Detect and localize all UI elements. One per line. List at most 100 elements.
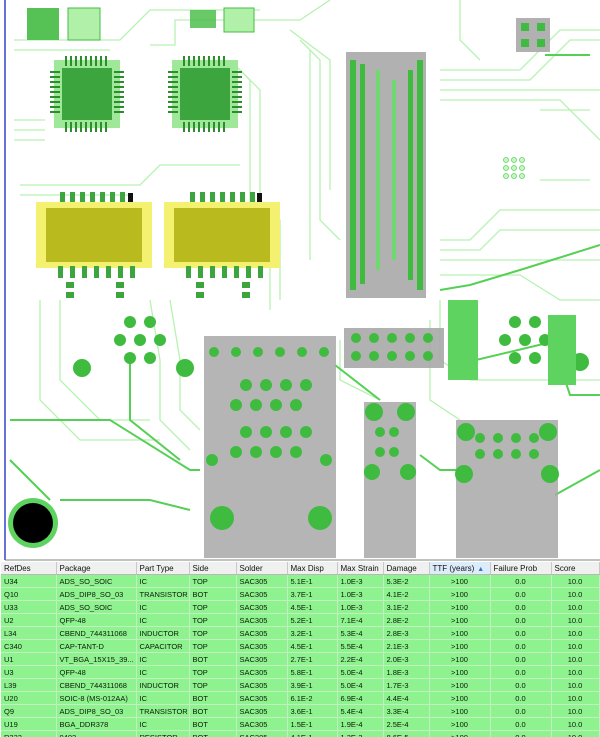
table-cell: 0.0 bbox=[490, 678, 552, 692]
table-cell: ADS_SO_SOIC bbox=[56, 574, 137, 588]
table-cell: SAC305 bbox=[236, 704, 288, 718]
top-pad-block-outline bbox=[223, 7, 255, 33]
table-cell: QFP-48 bbox=[56, 665, 137, 679]
table-cell: 1.7E-3 bbox=[383, 678, 430, 692]
table-cell: >100 bbox=[429, 600, 491, 614]
column-header-side[interactable]: Side bbox=[189, 562, 237, 575]
table-cell: 8.6E-5 bbox=[383, 730, 430, 737]
table-cell: 5.5E-4 bbox=[337, 639, 384, 653]
table-cell: IC bbox=[136, 691, 190, 705]
table-cell: 10.0 bbox=[551, 717, 600, 731]
column-header-solder[interactable]: Solder bbox=[236, 562, 288, 575]
gray-part-c340[interactable] bbox=[364, 402, 416, 558]
table-cell: 0.0 bbox=[490, 587, 552, 601]
table-cell: TOP bbox=[189, 665, 237, 679]
table-cell: >100 bbox=[429, 704, 491, 718]
table-cell: 10.0 bbox=[551, 652, 600, 666]
table-cell: 0.0 bbox=[490, 613, 552, 627]
table-cell: 1.0E-3 bbox=[337, 574, 384, 588]
table-cell: TOP bbox=[189, 639, 237, 653]
table-cell: 0402 bbox=[56, 730, 137, 737]
gray-part-u1-bga[interactable] bbox=[204, 336, 336, 558]
top-pad-block bbox=[27, 8, 59, 40]
table-cell: SAC305 bbox=[236, 639, 288, 653]
pcb-board-canvas[interactable] bbox=[0, 0, 600, 562]
column-header-failure-prob[interactable]: Failure Prob bbox=[490, 562, 552, 575]
qfp-chip-u2[interactable] bbox=[50, 56, 124, 132]
gray-part-l34[interactable] bbox=[455, 420, 559, 558]
table-cell: 4.1E-2 bbox=[383, 587, 430, 601]
table-cell: 10.0 bbox=[551, 730, 600, 737]
sort-ascending-icon[interactable]: ▲ bbox=[477, 565, 485, 573]
small-gray-part[interactable] bbox=[516, 18, 550, 52]
column-header-refdes[interactable]: RefDes bbox=[1, 562, 57, 575]
column-header-damage[interactable]: Damage bbox=[383, 562, 430, 575]
column-header-label: TTF (years) bbox=[432, 563, 475, 573]
qfp-chip-u3[interactable] bbox=[168, 56, 242, 132]
column-header-package[interactable]: Package bbox=[56, 562, 137, 575]
table-cell: 5.2E-1 bbox=[287, 613, 338, 627]
table-cell: 5.1E-1 bbox=[287, 574, 338, 588]
highlighted-part-u33[interactable] bbox=[164, 202, 280, 268]
column-header-label: Score bbox=[554, 563, 576, 573]
table-cell: TOP bbox=[189, 613, 237, 627]
table-cell: IC bbox=[136, 665, 190, 679]
table-cell: ADS_DIP8_SO_03 bbox=[56, 587, 137, 601]
gray-part-u19-ddr[interactable] bbox=[346, 52, 426, 298]
column-header-part-type[interactable]: Part Type bbox=[136, 562, 190, 575]
table-cell: VT_BGA_15X15_39... bbox=[56, 652, 137, 666]
table-cell: CBEND_744311068 bbox=[56, 626, 137, 640]
column-header-label: Damage bbox=[386, 563, 417, 573]
column-header-score[interactable]: Score bbox=[551, 562, 600, 575]
pcb-layout-viewer[interactable] bbox=[0, 0, 600, 562]
table-cell: 2.8E-3 bbox=[383, 626, 430, 640]
gray-part-q10[interactable] bbox=[344, 328, 444, 368]
table-cell: INDUCTOR bbox=[136, 678, 190, 692]
table-cell: >100 bbox=[429, 587, 491, 601]
column-header-max-disp[interactable]: Max Disp bbox=[287, 562, 338, 575]
table-cell: >100 bbox=[429, 639, 491, 653]
table-cell: BOT bbox=[189, 730, 237, 737]
table-cell: 10.0 bbox=[551, 691, 600, 705]
table-cell: SAC305 bbox=[236, 652, 288, 666]
table-cell: 1.0E-3 bbox=[337, 600, 384, 614]
table-cell: 1.0E-3 bbox=[337, 587, 384, 601]
table-cell: BOT bbox=[189, 652, 237, 666]
table-cell: U2 bbox=[1, 613, 57, 627]
highlighted-part-u34[interactable] bbox=[36, 202, 152, 268]
table-cell: TOP bbox=[189, 678, 237, 692]
table-cell: 10.0 bbox=[551, 678, 600, 692]
table-cell: 10.0 bbox=[551, 665, 600, 679]
table-cell: 1.9E-4 bbox=[337, 717, 384, 731]
table-cell: Q9 bbox=[1, 704, 57, 718]
table-cell: SAC305 bbox=[236, 665, 288, 679]
table-cell: C340 bbox=[1, 639, 57, 653]
table-cell: 0.0 bbox=[490, 704, 552, 718]
table-cell: 10.0 bbox=[551, 626, 600, 640]
column-header-ttf-years[interactable]: TTF (years)▲ bbox=[429, 562, 491, 575]
table-cell: SAC305 bbox=[236, 587, 288, 601]
column-header-label: Failure Prob bbox=[493, 563, 538, 573]
via-cluster-left bbox=[73, 316, 194, 377]
table-cell: 0.0 bbox=[490, 626, 552, 640]
soic-pin-row-bottom bbox=[58, 266, 263, 278]
table-cell: BOT bbox=[189, 691, 237, 705]
table-cell: 5.3E-4 bbox=[337, 626, 384, 640]
column-header-max-strain[interactable]: Max Strain bbox=[337, 562, 384, 575]
